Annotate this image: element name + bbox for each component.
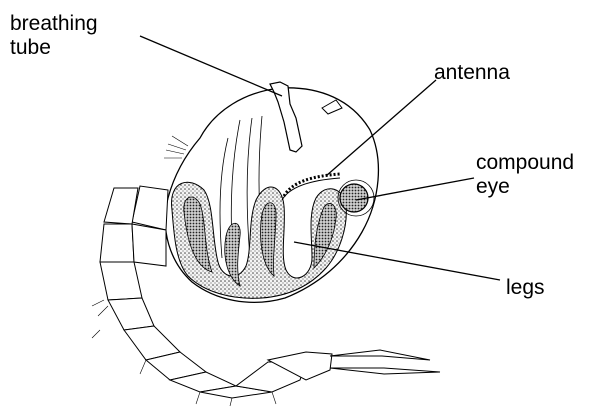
- label-breathing-tube-line2: tube: [10, 36, 98, 60]
- label-compound-eye: compound eye: [476, 151, 574, 199]
- label-compound-eye-line1: compound: [476, 151, 574, 175]
- abdomen-segment-4: [132, 224, 166, 266]
- abdomen-segment-6: [108, 298, 154, 330]
- bristles-head: [164, 136, 188, 158]
- tail-fork-upper: [330, 350, 430, 360]
- leader-breathing-tube: [140, 36, 282, 96]
- label-antenna: antenna: [434, 61, 510, 85]
- label-compound-eye-line2: eye: [476, 175, 574, 199]
- abdomen-segment-5: [100, 262, 142, 300]
- abdomen-segment-3: [100, 224, 134, 262]
- label-breathing-tube-line1: breathing: [10, 12, 98, 36]
- abdomen-segment-2: [104, 188, 138, 224]
- tail-fork-lower: [330, 368, 440, 374]
- label-legs: legs: [506, 276, 545, 300]
- label-breathing-tube: breathing tube: [10, 12, 98, 60]
